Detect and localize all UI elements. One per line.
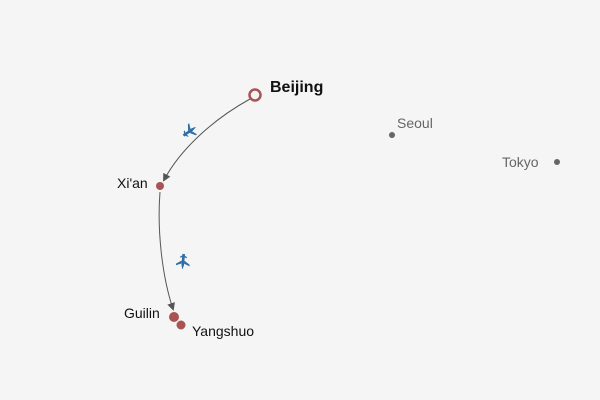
city-marker-guilin <box>169 312 179 322</box>
city-marker-seoul <box>389 132 395 138</box>
city-marker-yangshuo <box>176 320 186 330</box>
city-marker-tokyo <box>554 159 560 165</box>
city-marker-beijing <box>248 88 262 102</box>
city-label-seoul: Seoul <box>397 115 433 131</box>
city-label-guilin: Guilin <box>124 305 160 321</box>
city-marker-xian <box>156 182 164 190</box>
city-label-tokyo: Tokyo <box>502 154 539 170</box>
city-label-yangshuo: Yangshuo <box>192 323 254 339</box>
route-beijing-to-xian <box>163 98 251 182</box>
route-xian-to-guilin <box>158 191 175 311</box>
city-label-beijing: Beijing <box>270 79 323 96</box>
plane-icon <box>175 253 191 270</box>
city-label-xian: Xi'an <box>117 175 148 191</box>
